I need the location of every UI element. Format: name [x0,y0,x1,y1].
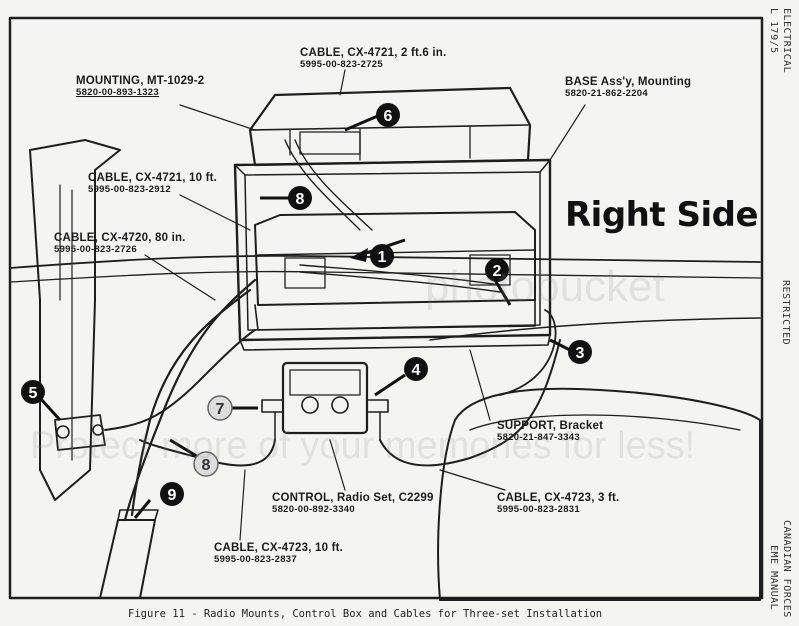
callout-7-number: 7 [216,401,225,418]
label-support-number: 5820-21-847-3343 [497,432,580,444]
label-cable-3ft-number: 5995-00-823-2831 [497,504,580,516]
label-support-title: SUPPORT, Bracket [497,420,604,432]
callout-9: 9 [133,482,184,519]
cable-bundle-upper [284,139,361,231]
label-control: CONTROL, Radio Set, C2299 5820-00-892-33… [272,492,434,516]
label-cable-10ft-number: 5995-00-823-2912 [88,184,171,196]
callout-1-number: 1 [378,249,387,266]
callout-5-number: 5 [29,385,38,402]
cable-right-connector [499,309,557,396]
callout-4: 4 [374,357,428,397]
label-cable-bottom-title: CABLE, CX-4723, 10 ft. [214,542,344,554]
callout-2-number: 2 [493,263,502,280]
callout-5: 5 [21,380,62,422]
figure-caption: Figure 11 - Radio Mounts, Control Box an… [128,608,603,620]
label-control-title: CONTROL, Radio Set, C2299 [272,492,434,504]
label-cable-top-title: CABLE, CX-4721, 2 ft.6 in. [300,47,447,59]
cable-bundle-lower [299,264,501,286]
clamp-left [54,414,106,451]
control-box [261,361,389,441]
callout-6: 6 [344,103,400,132]
cable-to-bracket [104,329,256,431]
floor-mount [99,519,156,599]
label-cable-80in: CABLE, CX-4720, 80 in. 5995-00-823-2726 [54,232,186,256]
label-support: SUPPORT, Bracket 5820-21-847-3343 [497,420,603,444]
margin-electrical: ELECTRICAL [781,8,792,74]
cable-cx4720-80in [130,288,252,517]
label-mounting-title: MOUNTING, MT-1029-2 [76,75,205,87]
margin-eme-manual: EME MANUAL [768,545,779,611]
callout-2: 2 [485,258,512,306]
label-cable-80in-title: CABLE, CX-4720, 80 in. [54,232,186,244]
label-base-number: 5820-21-862-2204 [565,88,648,100]
callout-8-lower-number: 8 [202,457,211,474]
label-base: BASE Ass'y, Mounting 5820-21-862-2204 [565,76,691,100]
callout-3-number: 3 [576,345,585,362]
margin-restricted: RESTRICTED [780,280,791,346]
label-cable-10ft-title: CABLE, CX-4721, 10 ft. [88,172,218,184]
lower-radio-set [254,211,536,306]
label-cable-10ft: CABLE, CX-4721, 10 ft. 5995-00-823-2912 [88,172,217,196]
label-cable-top: CABLE, CX-4721, 2 ft.6 in. 5995-00-823-2… [300,47,446,71]
margin-reference: L 179/5 [768,8,779,54]
callout-4-number: 4 [412,362,421,379]
label-cable-80in-number: 5995-00-823-2726 [54,244,137,256]
label-cable-3ft: CABLE, CX-4723, 3 ft. 5995-00-823-2831 [497,492,619,516]
watermark-brand: photobucket [425,262,665,311]
watermark-text: Protect more of your memories for less! [30,425,696,467]
cable-cx4721-10ft [123,278,257,522]
label-cable-bottom-number: 5995-00-823-2837 [214,554,297,566]
callout-7: 7 [207,395,258,421]
view-heading: Right Side [565,195,759,235]
label-mounting: MOUNTING, MT-1029-2 5820-00-893-1323 [76,75,204,99]
support-bracket [239,334,551,351]
label-control-number: 5820-00-892-3340 [272,504,355,516]
dashboard-line [9,254,761,269]
callout-8-lower: 8 [169,438,219,477]
label-cable-3ft-title: CABLE, CX-4723, 3 ft. [497,492,620,504]
diagram-border [8,16,764,600]
label-cable-bottom: CABLE, CX-4723, 10 ft. 5995-00-823-2837 [214,542,343,566]
callout-9-number: 9 [168,487,177,504]
label-base-title: BASE Ass'y, Mounting [565,76,692,88]
cable-cx4723-3ft [379,339,561,467]
callout-6-number: 6 [384,108,393,125]
callout-8-upper-number: 8 [296,191,305,208]
label-cable-top-number: 5995-00-823-2725 [300,59,383,71]
callout-3: 3 [549,338,592,364]
callout-8-upper: 8 [260,186,312,210]
margin-canadian-forces: CANADIAN FORCES [781,520,792,618]
callout-1: 1 [350,238,406,268]
label-mounting-number: 5820-00-893-1323 [76,87,159,99]
